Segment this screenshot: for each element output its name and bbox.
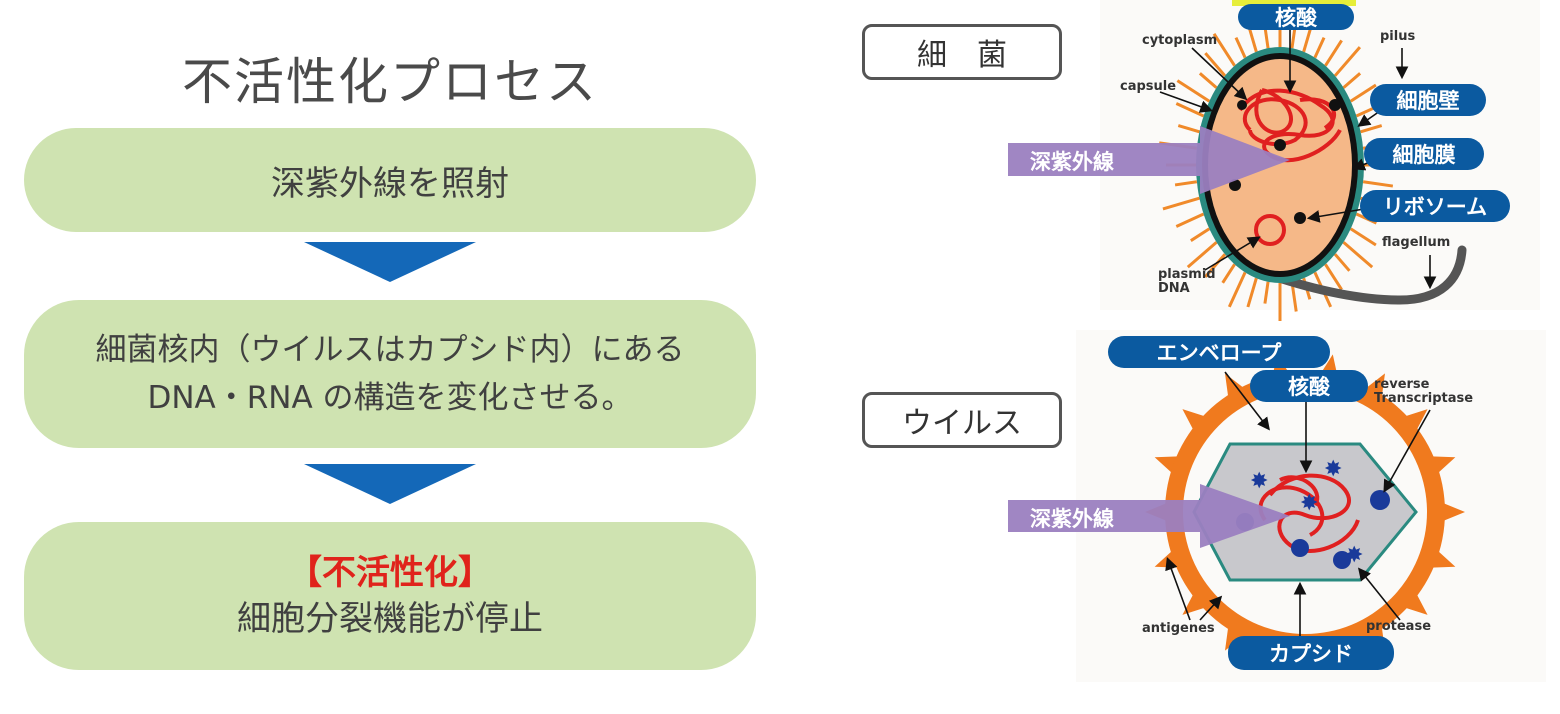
bacteria-uv-label: 深紫外線 xyxy=(1030,150,1114,174)
protease-label: protease xyxy=(1366,619,1432,634)
virus-spike xyxy=(1182,593,1206,615)
down-arrow-2 xyxy=(304,464,476,504)
bacteria-nucleic-acid-label: 核酸 xyxy=(1238,4,1354,30)
ribosome-text: リボソーム xyxy=(1382,195,1488,219)
pilus-strand xyxy=(1246,277,1258,308)
envelope-label: エンベロープ xyxy=(1108,336,1330,368)
pilus-strand xyxy=(1349,83,1377,103)
rt-line2: Transcriptase xyxy=(1374,391,1474,406)
pilus-strand xyxy=(1221,263,1236,284)
virus-tag: ウイルス xyxy=(862,392,1062,448)
envelope-text: エンベロープ xyxy=(1156,341,1282,365)
pilus-strand xyxy=(1190,227,1211,242)
virus-nucleic-acid-text: 核酸 xyxy=(1288,375,1330,399)
pilus-strand xyxy=(1263,281,1270,304)
pilus-strand xyxy=(1333,46,1362,77)
step-irradiate: 深紫外線を照射 xyxy=(24,128,756,232)
pilus-strand xyxy=(1175,212,1205,228)
virus-spike xyxy=(1182,409,1206,431)
bacteria-tag: 細 菌 xyxy=(862,24,1062,80)
pilus-strand xyxy=(1162,196,1200,211)
step-inactivation-heading: 【不活性化】 xyxy=(288,553,492,593)
virus-spike xyxy=(1404,593,1428,615)
pilus-strand xyxy=(1234,37,1247,59)
pilus-strand xyxy=(1176,79,1211,103)
plasmid-label-line1: plasmid xyxy=(1158,267,1216,282)
pilus-strand xyxy=(1342,72,1362,89)
pilus-strand xyxy=(1342,241,1374,269)
reverse-transcriptase-label: reverse Transcriptase xyxy=(1374,378,1473,406)
ribosome-label: リボソーム xyxy=(1360,190,1510,222)
bacteria-tag-text: 細 菌 xyxy=(917,38,1007,73)
pilus-strand xyxy=(1212,32,1236,67)
bacteria-nucleic-acid-text: 核酸 xyxy=(1275,6,1317,30)
svg-text:✸: ✸ xyxy=(1250,469,1268,494)
bacteria-plasmid xyxy=(1254,214,1286,246)
capsid-text: カプシド xyxy=(1269,642,1353,666)
svg-text:✸: ✸ xyxy=(1345,543,1363,568)
pilus-strand xyxy=(1186,241,1218,269)
pilus-strand xyxy=(1349,227,1377,247)
cell-wall-text: 細胞壁 xyxy=(1396,89,1460,113)
virus-spike xyxy=(1443,503,1465,521)
virus-spike xyxy=(1366,373,1385,397)
pilus-strand xyxy=(1177,124,1200,134)
step-inactivation-text: 細胞分裂機能が停止 xyxy=(237,599,543,639)
cell-membrane-label: 細胞膜 xyxy=(1364,138,1484,170)
step-change-structure: 細菌核内（ウイルスはカプシド内）にある DNA・RNA の構造を変化させる。 xyxy=(24,300,756,448)
pilus-strand xyxy=(1313,37,1326,59)
virus-tag-text: ウイルス xyxy=(902,406,1022,441)
virus-uv-label: 深紫外線 xyxy=(1030,507,1114,531)
pilus-label: pilus xyxy=(1380,29,1416,44)
cell-wall-label: 細胞壁 xyxy=(1370,84,1486,116)
virus-spike xyxy=(1404,409,1428,431)
bacteria-uv-arrow xyxy=(1008,126,1290,194)
capsule-label: capsule xyxy=(1120,79,1177,94)
pilus-strand xyxy=(1360,124,1383,134)
pilus-strand xyxy=(1204,253,1227,278)
bacteria-ribosomes xyxy=(1229,99,1341,224)
step-inactivation: 【不活性化】 細胞分裂機能が停止 xyxy=(24,522,756,670)
pilus-strand xyxy=(1324,263,1343,291)
plasmid-label-line2: DNA xyxy=(1158,281,1190,296)
virus-pointer-lines xyxy=(1165,371,1431,640)
rt-line1: reverse xyxy=(1374,377,1430,392)
pilus-strand xyxy=(1204,52,1227,77)
svg-text:✸: ✸ xyxy=(1300,491,1318,516)
step-change-line1: 細菌核内（ウイルスはカプシド内）にある xyxy=(95,332,685,368)
pilus-strand xyxy=(1174,180,1198,187)
pilus-strand xyxy=(1175,102,1205,118)
pilus-strand xyxy=(1362,180,1394,188)
virus-uv-arrow xyxy=(1008,484,1290,548)
pilus-strand xyxy=(1227,271,1247,308)
virus-nucleic-acid-label: 核酸 xyxy=(1250,370,1368,402)
virus-enzymes: ✸✸ ✸✸ xyxy=(1250,457,1363,568)
capsid-label: カプシド xyxy=(1228,636,1394,670)
flagellum-label: flagellum xyxy=(1382,235,1451,250)
step-irradiate-text: 深紫外線を照射 xyxy=(271,163,509,204)
bacteria-flagellum xyxy=(1245,245,1467,305)
cytoplasm-label: cytoplasm xyxy=(1142,33,1218,48)
plasmid-label: plasmid DNA xyxy=(1158,268,1216,296)
down-arrow-1 xyxy=(304,242,476,282)
antigenes-label: antigenes xyxy=(1142,621,1215,636)
pilus-strand xyxy=(1324,39,1343,67)
process-title: 不活性化プロセス xyxy=(182,53,598,111)
cell-membrane-text: 細胞膜 xyxy=(1392,143,1456,167)
virus-genome xyxy=(1258,473,1360,553)
yellow-mark xyxy=(1232,0,1356,6)
pilus-strand xyxy=(1333,253,1351,272)
step-change-line2: DNA・RNA の構造を変化させる。 xyxy=(147,380,633,416)
svg-text:✸: ✸ xyxy=(1324,457,1342,482)
pilus-strand xyxy=(1198,72,1218,89)
